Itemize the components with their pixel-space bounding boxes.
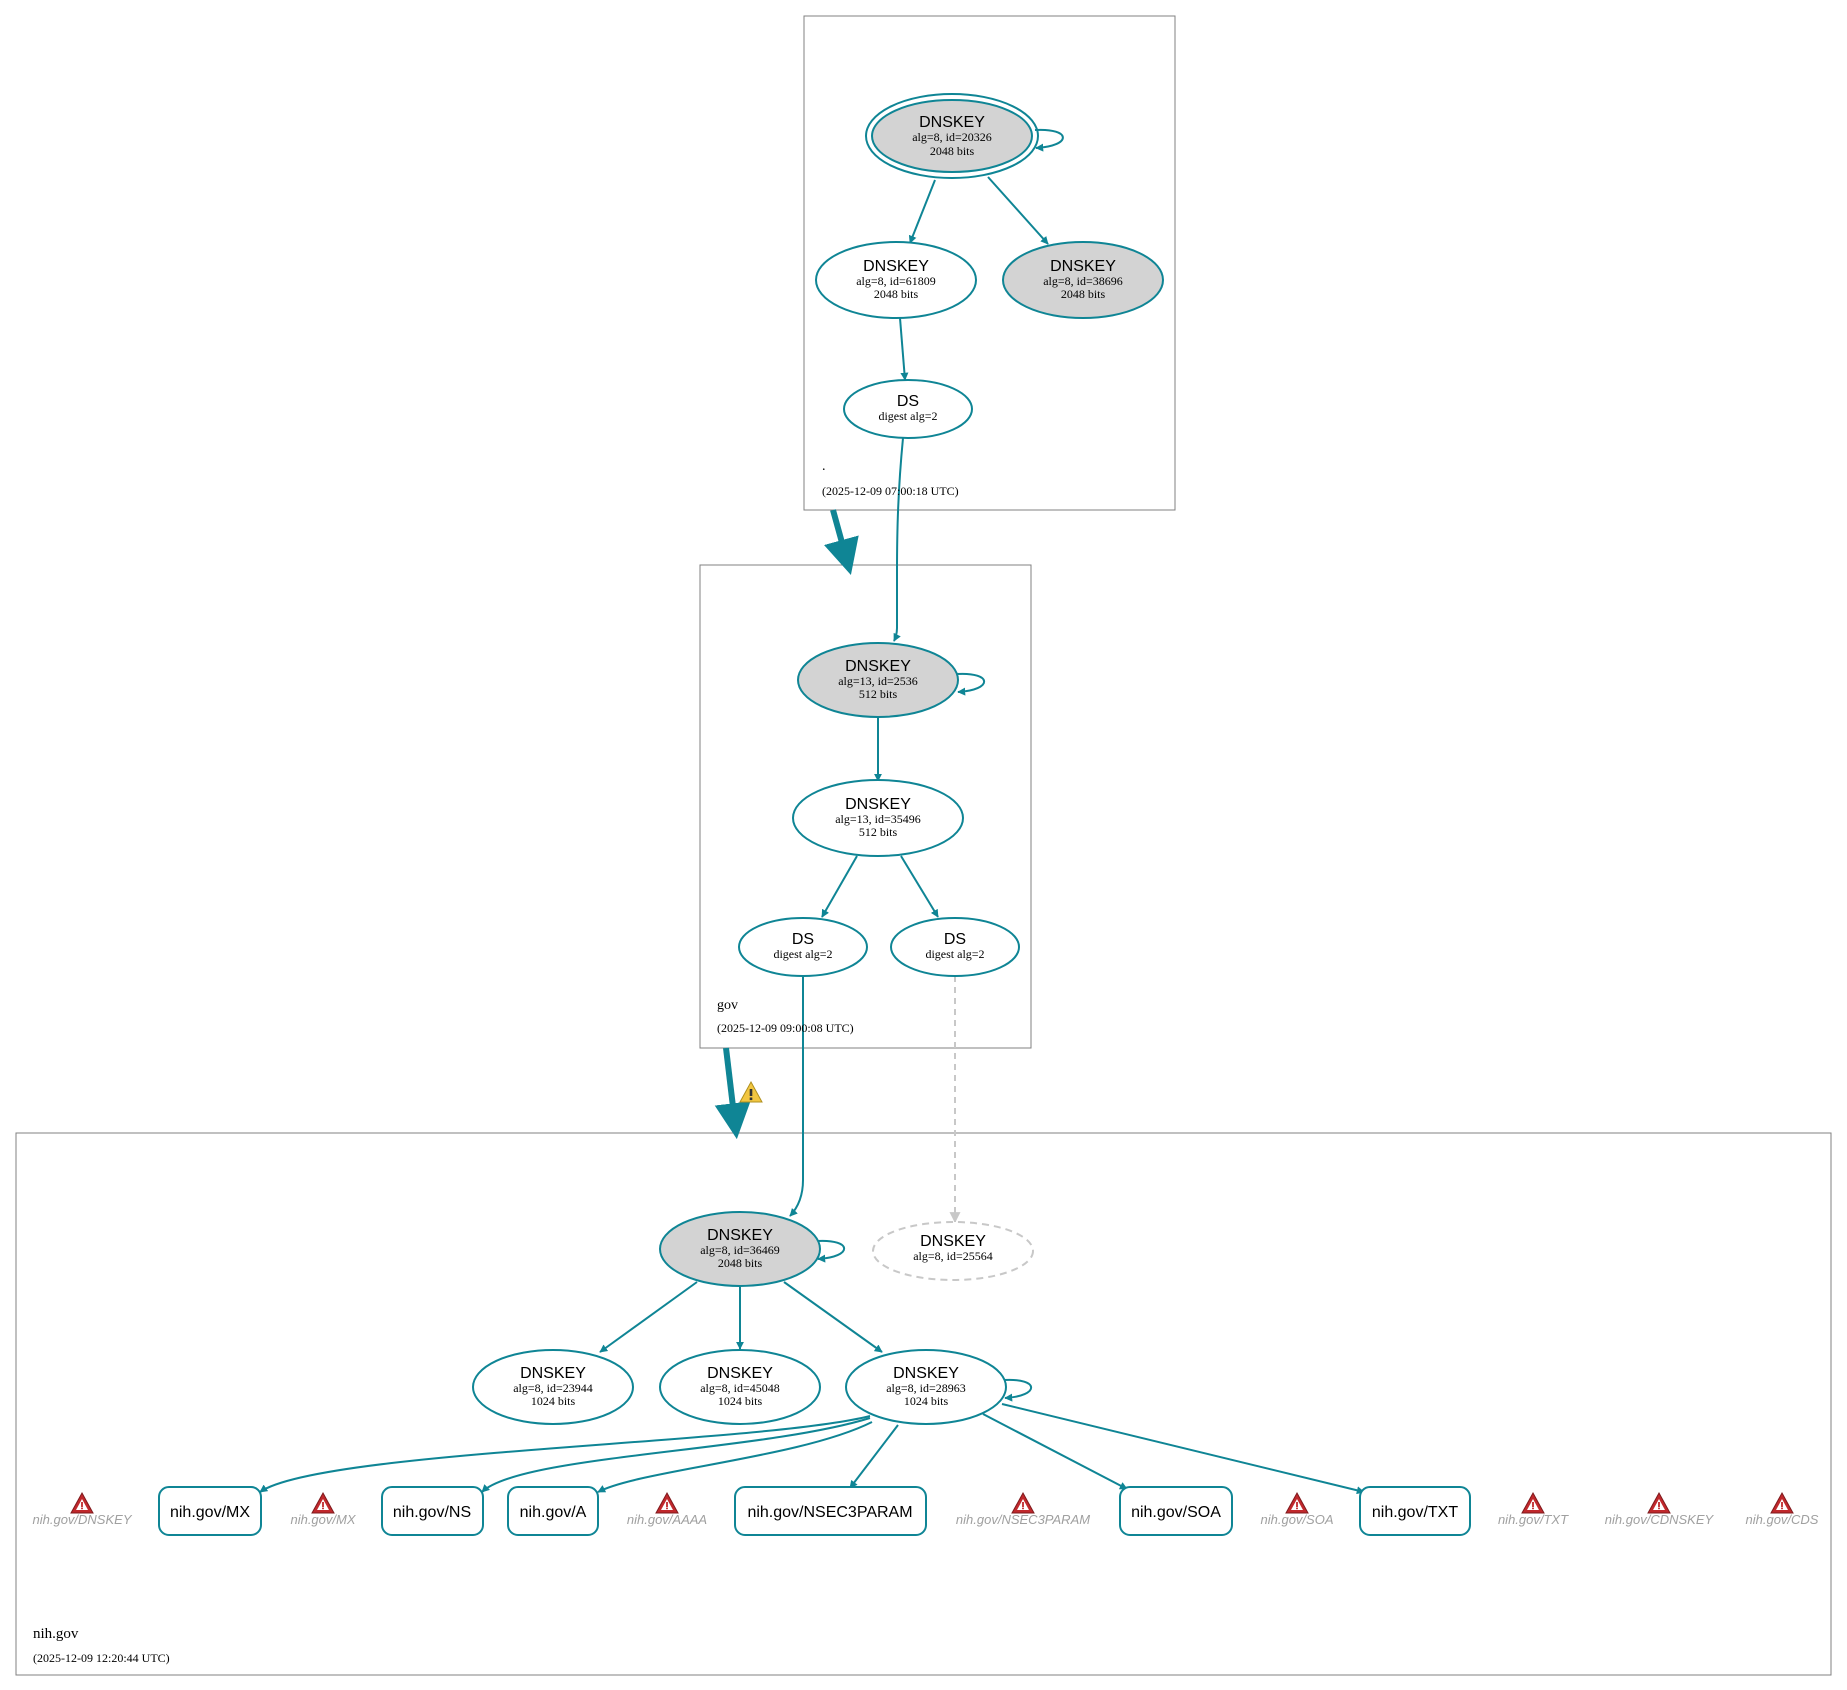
svg-text:digest alg=2: digest alg=2 xyxy=(878,409,937,423)
error-rrset-cdnskey[interactable]: nih.gov/CDNSKEY xyxy=(1605,1492,1715,1527)
rrset-a[interactable]: nih.gov/A xyxy=(507,1486,599,1536)
zone-root-timestamp: (2025-12-09 07:00:18 UTC) xyxy=(822,484,959,498)
error-rrset-dnskey[interactable]: nih.gov/DNSKEY xyxy=(33,1492,133,1527)
root-key3-node[interactable]: DNSKEY alg=8, id=38696 2048 bits xyxy=(1002,241,1164,319)
error-triangle-icon xyxy=(311,1492,335,1514)
error-rrset-aaaa[interactable]: nih.gov/AAAA xyxy=(627,1492,707,1527)
rrset-txt[interactable]: nih.gov/TXT xyxy=(1359,1486,1471,1536)
svg-text:nih.gov/SOA: nih.gov/SOA xyxy=(1131,1504,1221,1521)
svg-text:digest alg=2: digest alg=2 xyxy=(925,947,984,961)
svg-text:DNSKEY: DNSKEY xyxy=(845,658,911,675)
error-triangle-icon xyxy=(655,1492,679,1514)
svg-text:alg=13, id=35496: alg=13, id=35496 xyxy=(835,812,921,826)
zone-gov-name: gov xyxy=(717,998,738,1013)
error-rrset-nsec3param[interactable]: nih.gov/NSEC3PARAM xyxy=(956,1492,1090,1527)
warning-triangle-icon[interactable] xyxy=(739,1081,763,1103)
svg-text:DS: DS xyxy=(897,393,919,410)
rrset-nsec3param[interactable]: nih.gov/NSEC3PARAM xyxy=(734,1486,927,1536)
svg-text:nih.gov/SOA: nih.gov/SOA xyxy=(1261,1512,1334,1527)
nih-zsk-node[interactable]: DNSKEY alg=8, id=28963 1024 bits xyxy=(845,1349,1007,1425)
svg-text:512 bits: 512 bits xyxy=(859,687,898,701)
svg-text:alg=8, id=36469: alg=8, id=36469 xyxy=(700,1243,780,1257)
gov-zsk-node[interactable]: DNSKEY alg=13, id=35496 512 bits xyxy=(792,779,964,857)
svg-text:2048 bits: 2048 bits xyxy=(718,1256,763,1270)
svg-text:nih.gov/AAAA: nih.gov/AAAA xyxy=(627,1512,707,1527)
delegation-gov-nih xyxy=(714,1047,751,1140)
svg-text:DS: DS xyxy=(944,931,966,948)
svg-text:2048 bits: 2048 bits xyxy=(1061,287,1106,301)
svg-text:nih.gov/DNSKEY: nih.gov/DNSKEY xyxy=(33,1512,133,1527)
svg-text:1024 bits: 1024 bits xyxy=(718,1394,763,1408)
svg-text:nih.gov/NS: nih.gov/NS xyxy=(393,1504,471,1521)
node-detail: alg=8, id=20326 xyxy=(912,130,992,144)
node-detail: 2048 bits xyxy=(930,144,975,158)
svg-text:alg=8, id=45048: alg=8, id=45048 xyxy=(700,1381,780,1395)
svg-text:digest alg=2: digest alg=2 xyxy=(773,947,832,961)
error-triangle-icon xyxy=(1521,1492,1545,1514)
gov-ds2-node[interactable]: DS digest alg=2 xyxy=(890,917,1020,977)
error-rrset-txt[interactable]: nih.gov/TXT xyxy=(1498,1492,1569,1527)
error-triangle-icon xyxy=(70,1492,94,1514)
error-triangle-icon xyxy=(1770,1492,1794,1514)
svg-text:DNSKEY: DNSKEY xyxy=(920,1233,986,1250)
svg-text:DNSKEY: DNSKEY xyxy=(863,258,929,275)
rrset-soa[interactable]: nih.gov/SOA xyxy=(1119,1486,1233,1536)
svg-text:1024 bits: 1024 bits xyxy=(531,1394,576,1408)
svg-text:alg=8, id=28963: alg=8, id=28963 xyxy=(886,1381,966,1395)
rrset-mx[interactable]: nih.gov/MX xyxy=(158,1486,262,1536)
root-ksk-node[interactable]: DNSKEY alg=8, id=20326 2048 bits xyxy=(865,93,1039,179)
zone-nih-box xyxy=(15,1132,1832,1676)
nih-key-23944-node[interactable]: DNSKEY alg=8, id=23944 1024 bits xyxy=(472,1349,634,1425)
svg-text:DS: DS xyxy=(792,931,814,948)
svg-text:DNSKEY: DNSKEY xyxy=(845,796,911,813)
rrset-ns[interactable]: nih.gov/NS xyxy=(381,1486,484,1536)
svg-text:DNSKEY: DNSKEY xyxy=(520,1365,586,1382)
svg-text:alg=8, id=25564: alg=8, id=25564 xyxy=(913,1249,993,1263)
svg-text:512 bits: 512 bits xyxy=(859,825,898,839)
edges xyxy=(259,128,1365,1495)
svg-text:nih.gov/TXT: nih.gov/TXT xyxy=(1498,1512,1569,1527)
svg-text:nih.gov/CDNSKEY: nih.gov/CDNSKEY xyxy=(1605,1512,1715,1527)
svg-text:nih.gov/TXT: nih.gov/TXT xyxy=(1372,1504,1458,1521)
svg-text:DNSKEY: DNSKEY xyxy=(1050,258,1116,275)
error-rrset-soa[interactable]: nih.gov/SOA xyxy=(1261,1492,1334,1527)
zone-nih-name: nih.gov xyxy=(33,1626,79,1642)
svg-text:alg=13, id=2536: alg=13, id=2536 xyxy=(838,674,918,688)
error-triangle-icon xyxy=(1011,1492,1035,1514)
svg-text:nih.gov/NSEC3PARAM: nih.gov/NSEC3PARAM xyxy=(956,1512,1090,1527)
svg-text:alg=8, id=38696: alg=8, id=38696 xyxy=(1043,274,1123,288)
gov-ksk-node[interactable]: DNSKEY alg=13, id=2536 512 bits xyxy=(797,642,959,718)
zone-root-box xyxy=(803,15,1176,511)
root-zsk-node[interactable]: DNSKEY alg=8, id=61809 2048 bits xyxy=(815,241,977,319)
node-title: DNSKEY xyxy=(919,114,985,131)
nih-ksk-node[interactable]: DNSKEY alg=8, id=36469 2048 bits xyxy=(659,1211,821,1287)
zone-root-name: . xyxy=(822,459,826,474)
error-rrset-cds[interactable]: nih.gov/CDS xyxy=(1746,1492,1819,1527)
nih-key-45048-node[interactable]: DNSKEY alg=8, id=45048 1024 bits xyxy=(659,1349,821,1425)
error-triangle-icon xyxy=(1647,1492,1671,1514)
root-ds-node[interactable]: DS digest alg=2 xyxy=(843,379,973,439)
gov-ds1-node[interactable]: DS digest alg=2 xyxy=(738,917,868,977)
error-rrset-mx[interactable]: nih.gov/MX xyxy=(290,1492,357,1527)
svg-text:DNSKEY: DNSKEY xyxy=(707,1227,773,1244)
delegation-root-gov xyxy=(823,509,859,575)
nih-missing-key-node[interactable]: DNSKEY alg=8, id=25564 xyxy=(872,1221,1034,1281)
error-triangle-icon xyxy=(1285,1492,1309,1514)
svg-text:alg=8, id=23944: alg=8, id=23944 xyxy=(513,1381,593,1395)
svg-text:nih.gov/A: nih.gov/A xyxy=(520,1504,587,1521)
svg-text:nih.gov/CDS: nih.gov/CDS xyxy=(1746,1512,1819,1527)
svg-text:alg=8, id=61809: alg=8, id=61809 xyxy=(856,274,936,288)
svg-text:2048 bits: 2048 bits xyxy=(874,287,919,301)
svg-text:DNSKEY: DNSKEY xyxy=(893,1365,959,1382)
svg-text:DNSKEY: DNSKEY xyxy=(707,1365,773,1382)
zone-nih-timestamp: (2025-12-09 12:20:44 UTC) xyxy=(33,1651,170,1665)
svg-text:nih.gov/MX: nih.gov/MX xyxy=(290,1512,356,1527)
zone-gov-timestamp: (2025-12-09 09:00:08 UTC) xyxy=(717,1021,854,1035)
svg-text:1024 bits: 1024 bits xyxy=(904,1394,949,1408)
svg-text:nih.gov/NSEC3PARAM: nih.gov/NSEC3PARAM xyxy=(747,1504,912,1521)
svg-text:nih.gov/MX: nih.gov/MX xyxy=(170,1504,250,1521)
zone-gov-box xyxy=(699,564,1032,1049)
